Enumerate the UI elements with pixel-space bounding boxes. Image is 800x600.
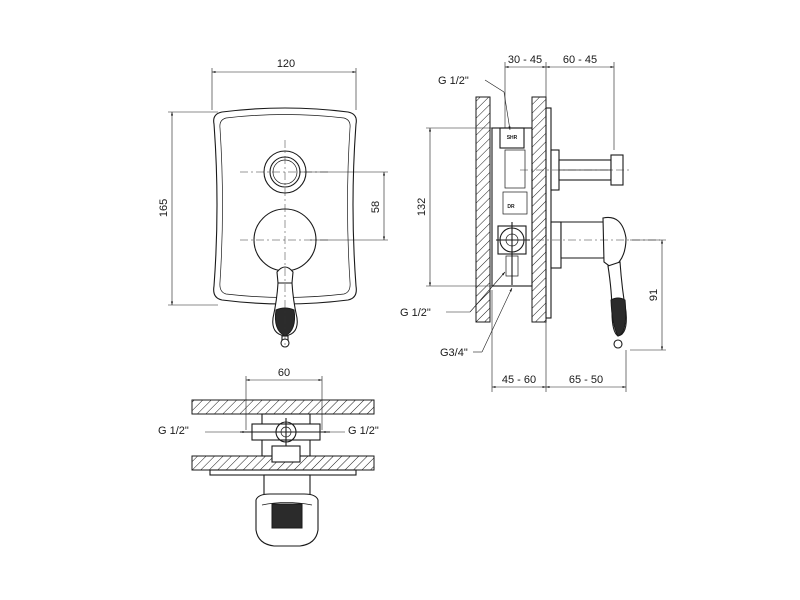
marking-dr: DR — [507, 204, 515, 210]
conn-bottom-label: G 1/2" — [400, 307, 431, 319]
front-height-label: 165 — [158, 199, 170, 217]
cover-plate — [213, 107, 357, 305]
side-top-left-dim: 30 - 45 — [508, 54, 542, 66]
side-bottom-right-dim: 65 - 50 — [569, 374, 603, 386]
wall-section-right — [531, 96, 547, 323]
side-top-right-dim: 60 - 45 — [563, 54, 597, 66]
front-view: 120 165 58 — [158, 58, 388, 348]
bottom-left-conn-label: G 1/2" — [158, 425, 189, 437]
conn-top-label: G 1/2" — [438, 75, 469, 87]
marking-shr: SHR — [507, 135, 518, 141]
lever-height-label: 91 — [648, 289, 660, 301]
side-height-label: 132 — [416, 198, 428, 216]
side-view: SHR DR 30 - 45 60 - 45 — [400, 54, 666, 392]
bottom-view: 60 G 1/2" G 1/2" — [158, 367, 379, 547]
bottom-width-label: 60 — [278, 367, 290, 379]
center-distance-label: 58 — [370, 201, 382, 213]
outlet-label: G3/4" — [440, 347, 468, 359]
wall-section-left — [475, 96, 491, 323]
bottom-right-conn-label: G 1/2" — [348, 425, 379, 437]
front-width-label: 120 — [277, 58, 295, 70]
side-bottom-left-dim: 45 - 60 — [502, 374, 536, 386]
wall-band-top — [191, 399, 375, 415]
